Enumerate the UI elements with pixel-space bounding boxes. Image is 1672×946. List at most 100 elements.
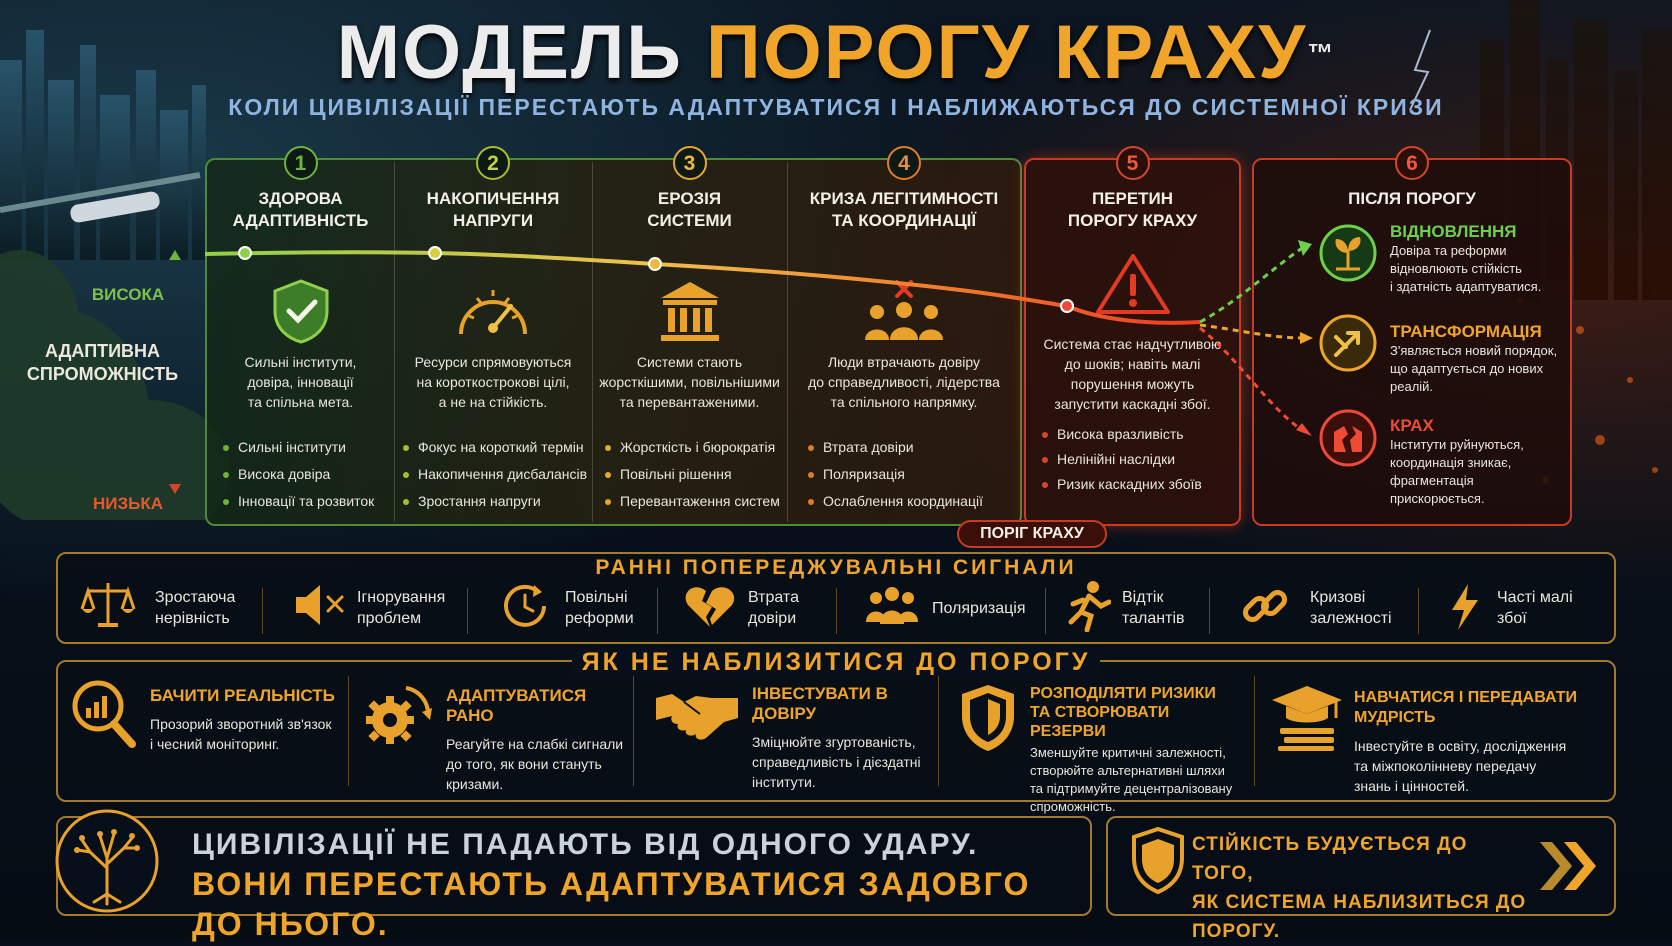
- chain-icon: [1242, 589, 1288, 623]
- sprout-icon: [1319, 224, 1377, 282]
- stage-number: 3: [672, 146, 707, 180]
- stage-number: 2: [476, 146, 510, 180]
- stage-divider: [394, 162, 395, 522]
- transform-arrows-icon: [1319, 314, 1377, 372]
- outcome-title: КРАХ: [1390, 416, 1434, 435]
- graduation-books-icon: [1272, 686, 1342, 751]
- signal-label: Поляризація: [932, 600, 1026, 617]
- tip-text: Зменшуйте критичні залежності,створюйте …: [1030, 745, 1233, 814]
- institution-icon: [660, 282, 719, 341]
- shield-check-icon: [273, 279, 328, 344]
- broken-heart-icon: [685, 587, 735, 627]
- axis-title-line2: СПРОМОЖНІСТЬ: [26, 364, 179, 384]
- stage-number: 5: [1115, 146, 1150, 180]
- bullet-item: Висока довіра: [223, 461, 394, 488]
- gear-arrows-icon: [366, 686, 432, 744]
- signal-divider: [1209, 588, 1210, 634]
- stage-bullets: Жорсткість і бюрократія Повільні рішення…: [605, 434, 786, 515]
- signal-divider: [1045, 588, 1046, 634]
- stage-divider: [787, 162, 788, 522]
- quote-line2: ВОНИ ПЕРЕСТАЮТЬ АДАПТУВАТИСЯ ЗАДОВГО ДО …: [192, 866, 1031, 942]
- stage-6: 6 ПІСЛЯ ПОРОГУ: [1252, 146, 1572, 210]
- running-person-icon: [1068, 581, 1111, 632]
- footer-quote-panel: [56, 816, 1092, 916]
- magnifier-chart-icon: [72, 680, 136, 748]
- handshake-icon: [656, 694, 738, 740]
- bullet-item: Втрата довіри: [808, 434, 1020, 461]
- outcome-text: З'являється новий порядок,що адаптується…: [1390, 343, 1558, 394]
- chevrons-right-icon: [1540, 842, 1596, 890]
- trademark: ™: [1307, 38, 1336, 68]
- crowd-icon: [866, 587, 918, 624]
- footer-quote: ЦИВІЛІЗАЦІЇ НЕ ПАДАЮТЬ ВІД ОДНОГО УДАРУ.…: [192, 826, 1082, 944]
- tip-divider: [633, 676, 634, 786]
- stage-bullets: Висока вразливість Нелінійні наслідки Ри…: [1042, 422, 1239, 497]
- tip-title: АДАПТУВАТИСЯ РАНО: [446, 686, 587, 725]
- tip-text: Зміцнюйте згуртованість,справедливість і…: [752, 734, 921, 790]
- bullet-item: Жорсткість і бюрократія: [605, 434, 786, 461]
- footer-note-panel: [1106, 816, 1616, 916]
- outcome-title: ТРАНСФОРМАЦІЯ: [1390, 322, 1542, 341]
- bullet-item: Перевантаження систем: [605, 488, 786, 515]
- footer-note: СТІЙКІСТЬ БУДУЄТЬСЯ ДО ТОГО, ЯК СИСТЕМА …: [1192, 830, 1532, 946]
- city-skyline-illustration: [0, 0, 1672, 520]
- stage-number: 4: [887, 146, 921, 180]
- signal-divider: [467, 588, 468, 634]
- threshold-badge: ПОРІГ КРАХУ: [957, 520, 1107, 548]
- axis-title: АДАПТИВНА СПРОМОЖНІСТЬ: [20, 340, 185, 386]
- mute-icon: [296, 585, 344, 625]
- slow-clock-icon: [504, 584, 546, 627]
- bullet-item: Повільні рішення: [605, 461, 786, 488]
- warning-icon: [1095, 254, 1170, 314]
- tip-divider: [938, 676, 939, 786]
- avoid-title: ЯК НЕ НАБЛИЗИТИСЯ ДО ПОРОГУ: [56, 648, 1616, 677]
- stage-divider: [592, 162, 593, 522]
- outcome-text: Інститути руйнуються,координація зникає,…: [1390, 437, 1524, 506]
- page-subtitle: КОЛИ ЦИВІЛІЗАЦІЇ ПЕРЕСТАЮТЬ АДАПТУВАТИСЯ…: [228, 94, 1444, 120]
- axis-high-label: ВИСОКА: [91, 285, 165, 304]
- quote-line1: ЦИВІЛІЗАЦІЇ НЕ ПАДАЮТЬ ВІД ОДНОГО УДАРУ.: [192, 828, 979, 861]
- bullet-item: Ризик каскадних збоїв: [1042, 472, 1239, 497]
- tip-title: ІНВЕСТУВАТИ В ДОВІРУ: [752, 684, 888, 723]
- gauge-icon: [459, 290, 527, 335]
- bullet-item: Нелінійні наслідки: [1042, 447, 1239, 472]
- bullet-item: Зростання напруги: [403, 488, 591, 515]
- bullet-item: Накопичення дисбалансів: [403, 461, 591, 488]
- after-threshold-panel: [1252, 158, 1572, 526]
- bullet-item: Висока вразливість: [1042, 422, 1239, 447]
- axis-title-line1: АДАПТИВНА: [44, 341, 161, 361]
- bullet-item: Інновації та розвиток: [223, 488, 394, 515]
- tip-invest-trust: ІНВЕСТУВАТИ В ДОВІРУ Зміцнюйте згуртован…: [752, 684, 932, 792]
- stage-bullets: Сильні інститути Висока довіра Інновації…: [223, 434, 394, 515]
- title-part2: ПОРОГУ КРАХУ: [706, 10, 1308, 95]
- tip-title: НАВЧАТИСЯ І ПЕРЕДАВАТИ МУДРІСТЬ: [1354, 689, 1577, 726]
- bullet-item: Фокус на короткий термін: [403, 434, 591, 461]
- tip-adapt-early: АДАПТУВАТИСЯ РАНО Реагуйте на слабкі сиг…: [446, 686, 626, 794]
- tree-icon: [55, 809, 159, 913]
- stage-number: 6: [1395, 146, 1429, 180]
- shield-icon: [962, 685, 1014, 751]
- people-conflict-icon: [865, 280, 943, 340]
- outcome-title: ВІДНОВЛЕННЯ: [1390, 222, 1517, 241]
